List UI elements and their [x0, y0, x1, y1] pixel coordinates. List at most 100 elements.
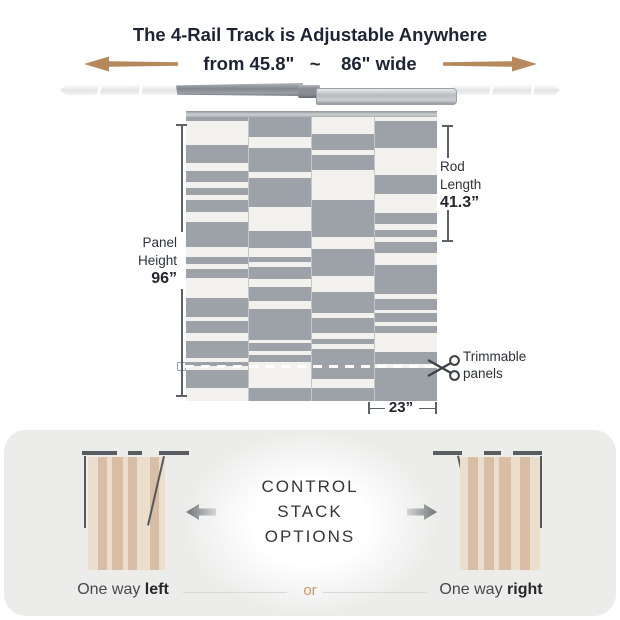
divider-right — [323, 592, 427, 593]
stripe — [186, 170, 248, 182]
stripe — [128, 457, 137, 570]
stripe — [375, 294, 437, 299]
stripe — [460, 457, 468, 570]
panel-1 — [186, 117, 249, 401]
stripe — [186, 316, 248, 322]
center-glow — [185, 432, 435, 614]
stripe — [186, 221, 248, 248]
panel-height-value: 96” — [151, 270, 177, 287]
stripe — [375, 212, 437, 224]
stripe — [375, 265, 437, 295]
panel-width-tick-right — [435, 402, 437, 414]
stripe — [375, 193, 437, 213]
stripe — [312, 317, 374, 334]
expand-arrow-right-icon — [443, 56, 537, 72]
stripe — [478, 457, 484, 570]
stripe — [494, 457, 499, 570]
stripe — [468, 457, 478, 570]
stripe — [375, 121, 437, 149]
stripe — [375, 326, 437, 334]
stripe — [312, 170, 374, 201]
stripe — [186, 194, 248, 201]
stripe — [249, 178, 311, 207]
divider-left — [183, 592, 287, 593]
stripe — [249, 257, 311, 263]
stripe — [249, 354, 311, 362]
stripe — [484, 457, 494, 570]
left-curtain-edge-line — [84, 456, 86, 528]
trimmable-panels-label: Trimmable panels — [463, 349, 527, 381]
stripe — [375, 352, 437, 365]
panel-height-line-bottom — [181, 289, 183, 396]
left-track-segment — [128, 451, 142, 455]
left-curtain — [88, 457, 165, 570]
stripe — [186, 340, 248, 358]
stripe — [186, 357, 248, 363]
stripe — [312, 117, 374, 134]
panel-2 — [249, 117, 312, 402]
stripe — [249, 350, 311, 355]
stack-arrow-left-icon — [186, 504, 216, 520]
right-track-segment — [513, 451, 542, 455]
panel-group — [186, 117, 437, 402]
track-extension-right — [452, 85, 560, 95]
panel-width-line-right — [419, 407, 436, 409]
stripe — [186, 247, 248, 257]
panel-headrail — [186, 111, 437, 117]
rod-length-line-top — [447, 125, 449, 158]
stripe — [312, 292, 374, 314]
stripe — [375, 229, 437, 238]
stripe — [107, 457, 112, 570]
stripe — [312, 338, 374, 345]
left-track-segment — [159, 451, 189, 455]
stripe — [88, 457, 98, 570]
panel-3 — [312, 117, 375, 401]
stripe — [186, 188, 248, 195]
stripe — [375, 237, 437, 242]
stripe — [186, 117, 248, 121]
stripe — [312, 133, 374, 151]
rod-length-label: Rod Length 41.3” — [440, 158, 504, 212]
stripe — [186, 268, 248, 278]
panel-width-value: 23” — [388, 399, 414, 416]
right-track-segment — [433, 451, 462, 455]
stripe — [375, 313, 437, 322]
stripe — [186, 362, 248, 366]
stripe — [249, 206, 311, 231]
header: The 4-Rail Track is Adjustable Anywhere … — [0, 24, 620, 75]
scissors-icon — [427, 355, 460, 381]
stripe — [249, 148, 311, 173]
rod-length-line-bottom — [447, 210, 449, 241]
expand-arrow-left-icon — [84, 56, 178, 72]
track-rail-lower — [316, 88, 457, 105]
one-way-left-label: One way left — [77, 581, 169, 598]
stripe — [375, 148, 437, 175]
title-line-2: from 45.8" ~ 86" wide — [203, 53, 417, 74]
stripe — [112, 457, 123, 570]
stripe — [511, 457, 520, 570]
panel-height-label: Panel Height 96” — [100, 234, 177, 288]
stripe — [375, 321, 437, 327]
stripe — [375, 333, 437, 353]
panel-width-tick-left — [368, 402, 370, 414]
track-connector — [298, 85, 320, 98]
stripe — [249, 279, 311, 288]
track-extension-left — [60, 85, 187, 95]
stripe — [312, 236, 374, 250]
stripe — [312, 348, 374, 379]
rod-length-value: 41.3” — [440, 194, 480, 211]
stripe — [186, 264, 248, 269]
stripe — [312, 333, 374, 339]
stripe — [375, 241, 437, 253]
stripe — [123, 457, 128, 570]
stripe — [150, 457, 159, 570]
stripe — [375, 223, 437, 230]
stripe — [312, 200, 374, 237]
stripe — [186, 144, 248, 164]
trim-dashed-line — [185, 365, 437, 369]
stripe — [312, 150, 374, 155]
right-curtain — [460, 457, 540, 570]
stripe — [186, 332, 248, 341]
stripe — [186, 212, 248, 222]
